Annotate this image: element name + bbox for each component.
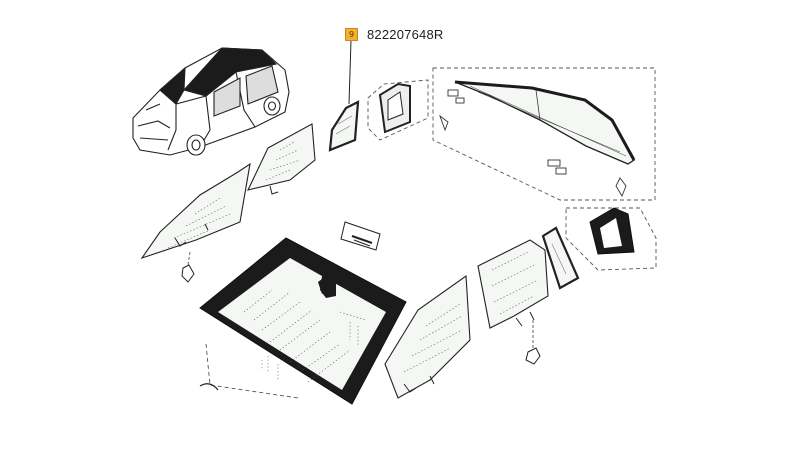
rear-quarter-glass-right[interactable] [541,226,580,290]
panoramic-roof-glass[interactable] [432,67,656,201]
rear-door-glass-right[interactable] [477,239,549,365]
rear-door-glass-left[interactable] [247,123,316,195]
part-callout[interactable]: 9 822207648R [345,26,443,42]
rear-quarter-trim-left[interactable] [367,79,429,141]
front-door-glass-left[interactable] [140,162,251,283]
windshield[interactable] [199,237,407,405]
callout-number-badge[interactable]: 9 [345,27,358,41]
front-door-glass-right[interactable] [384,274,471,399]
rear-quarter-trim-right[interactable] [565,207,657,271]
part-number-label: 822207648R [367,26,444,42]
vin-plate[interactable] [340,221,381,251]
rear-quarter-glass-left[interactable] [328,39,360,152]
rear-view-mirror[interactable] [318,276,330,294]
vehicle-overview[interactable] [132,47,290,156]
